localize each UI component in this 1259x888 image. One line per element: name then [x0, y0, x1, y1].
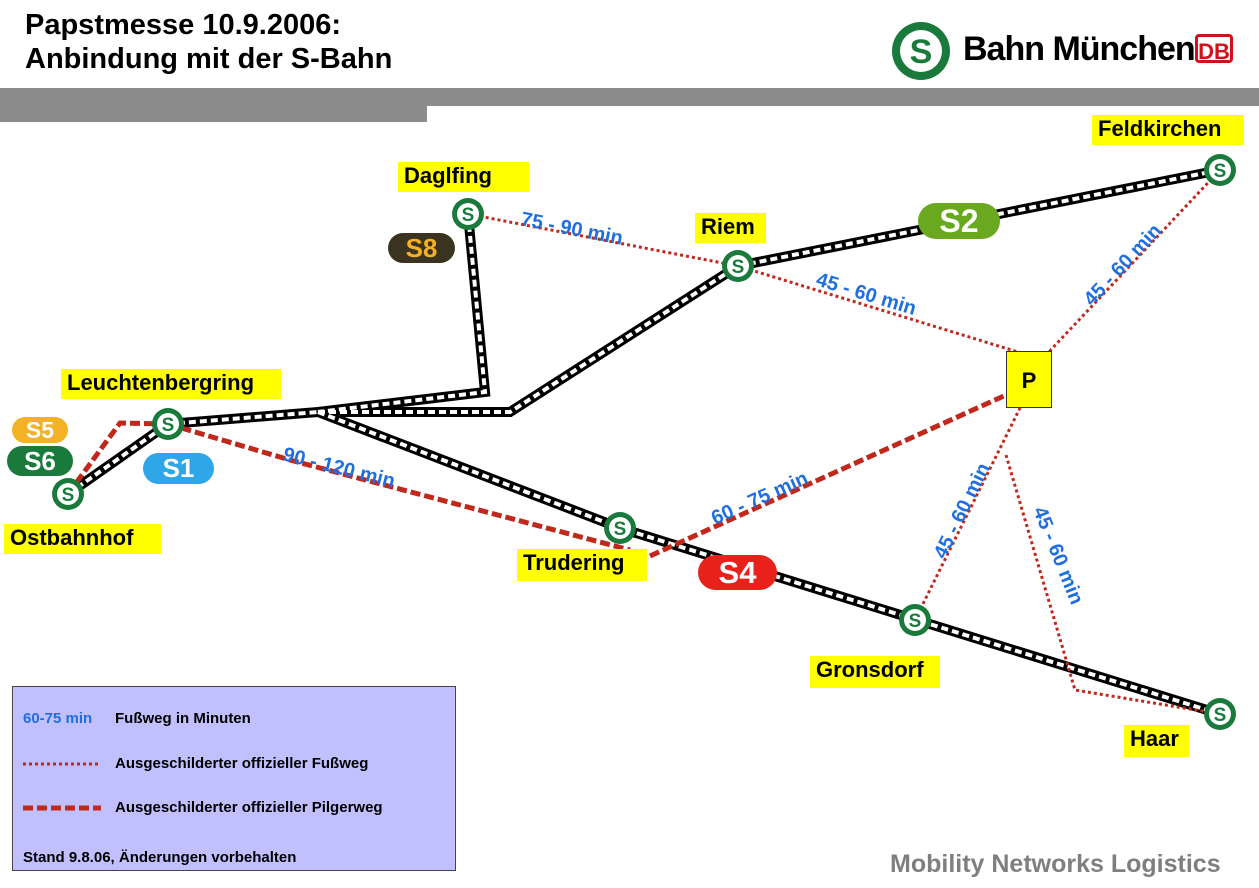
parking-venue-marker: P: [1006, 351, 1052, 408]
page-title: Papstmesse 10.9.2006: Anbindung mit der …: [25, 8, 392, 76]
station-marker-trudering[interactable]: S: [604, 512, 636, 544]
line-badge-s2: S2: [918, 203, 1000, 239]
sbahn-logo: S Bahn München DB: [888, 20, 1238, 82]
legend-time-sample: 60-75 min: [23, 710, 93, 727]
walk-time-trudering-p: 60 - 75 min: [708, 467, 811, 529]
header-band: [0, 88, 1259, 106]
station-marker-daglfing[interactable]: S: [452, 198, 484, 230]
footpath-haar-p: [1004, 454, 1221, 716]
station-label-daglfing: Daglfing: [398, 162, 529, 192]
title-line-2: Anbindung mit der S-Bahn: [25, 43, 393, 75]
station-marker-ostbahnhof[interactable]: S: [52, 478, 84, 510]
legend-note: Stand 9.8.06, Änderungen vorbehalten: [23, 849, 297, 866]
station-markers: S S S S S S S: [52, 154, 1236, 730]
s-icon: S: [1214, 705, 1227, 726]
legend-row-time: 60-75 min Fußweg in Minuten: [23, 710, 251, 727]
walk-time-daglfing-riem: 75 - 90 min: [519, 208, 625, 249]
s-icon: S: [162, 415, 175, 436]
s-icon: S: [1214, 161, 1227, 182]
line-badge-s4: S4: [698, 555, 777, 590]
footpath-feldkirchen-p: [1044, 168, 1222, 357]
line-badge-s8: S8: [388, 233, 455, 263]
walk-time-haar-p: 45 - 60 min: [1028, 504, 1087, 608]
line-badge-s1: S1: [143, 453, 214, 484]
walk-time-gronsdorf-p: 45 - 60 min: [930, 460, 995, 563]
station-label-leuchtenbergring: Leuchtenbergring: [61, 369, 281, 399]
station-marker-feldkirchen[interactable]: S: [1204, 154, 1236, 186]
pilgrim-way-leuchtenbergring-trudering: [167, 421, 631, 553]
footpath-riem-p: [737, 264, 1019, 354]
legend-dotted-desc: Ausgeschilderter offizieller Fußweg: [115, 755, 369, 772]
walk-time-riem-p: 45 - 60 min: [814, 269, 919, 320]
walk-time-feldkirchen-p: 45 - 60 min: [1080, 220, 1167, 311]
line-badge-s5: S5: [12, 417, 68, 443]
station-marker-leuchtenbergring[interactable]: S: [152, 408, 184, 440]
header-band-left: [0, 104, 427, 122]
station-label-ostbahnhof: Ostbahnhof: [4, 524, 161, 554]
walking-routes: [65, 168, 1222, 716]
station-label-gronsdorf: Gronsdorf: [810, 656, 940, 688]
station-marker-haar[interactable]: S: [1204, 698, 1236, 730]
pilgrim-way-ostbahnhof: [65, 420, 169, 496]
station-label-riem: Riem: [695, 213, 766, 243]
station-marker-riem[interactable]: S: [722, 250, 754, 282]
rail-tracks: [65, 165, 1222, 719]
s-icon: S: [732, 257, 745, 278]
logo-text: Bahn München: [963, 30, 1196, 68]
pilgrim-way-trudering-p: [648, 392, 1008, 559]
walk-time-leuchtenbergring-trudering: 90 - 120 min: [281, 444, 397, 493]
s-icon: S: [614, 519, 627, 540]
legend-dotted-swatch: [23, 762, 101, 766]
title-line-1: Papstmesse 10.9.2006:: [25, 9, 341, 41]
legend-time-desc: Fußweg in Minuten: [115, 710, 251, 727]
station-label-feldkirchen: Feldkirchen: [1092, 115, 1244, 145]
station-label-haar: Haar: [1124, 725, 1189, 757]
footpath-daglfing-riem: [467, 212, 739, 268]
s-icon: S: [462, 205, 475, 226]
line-badge-s6: S6: [7, 446, 73, 476]
station-label-trudering: Trudering: [517, 549, 647, 581]
legend-dashed-desc: Ausgeschilderter offizieller Pilgerweg: [115, 799, 383, 816]
track-s2-riem: [318, 261, 741, 417]
station-marker-gronsdorf[interactable]: S: [899, 604, 931, 636]
db-logo: DB: [1195, 34, 1233, 64]
s-icon: S: [909, 611, 922, 632]
sbahn-s-icon: S: [892, 22, 950, 80]
legend-dashed-swatch: [23, 805, 101, 811]
s-icon: S: [62, 485, 75, 506]
logo-s-mark: S: [910, 33, 933, 71]
footer-credit: Mobility Networks Logistics: [890, 850, 1221, 878]
map-legend: 60-75 min Fußweg in Minuten Ausgeschilde…: [12, 686, 456, 871]
